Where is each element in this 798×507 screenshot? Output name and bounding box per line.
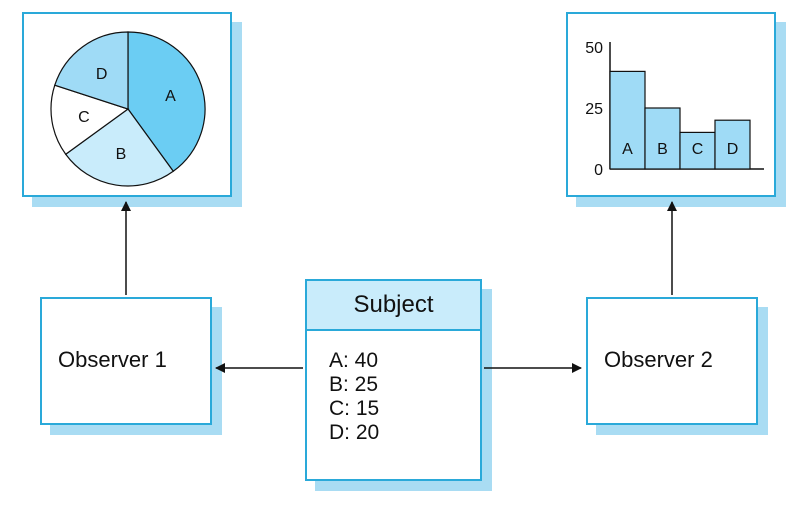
bar-y-tick-50: 50 <box>585 40 603 57</box>
subject-title: Subject <box>307 281 480 331</box>
bar-label-b: B <box>657 141 668 158</box>
pie-slice-label-a: A <box>165 88 176 105</box>
subject-value-c: C: 15 <box>329 397 380 420</box>
pie-slice-b <box>64 108 175 187</box>
bar-b <box>644 107 681 170</box>
pie-slice-a <box>127 31 206 173</box>
bar-a <box>609 70 646 170</box>
subject-value-a: A: 40 <box>329 349 379 372</box>
bar-label-c: C <box>692 141 704 158</box>
subject-value-d: D: 20 <box>329 421 380 444</box>
pie-slice-label-b: B <box>116 146 127 163</box>
pie-chart: A B C D <box>50 31 206 187</box>
subject-box: Subject A: 40 B: 25 C: 15 D: 20 <box>305 279 482 481</box>
observer-1-box: Observer 1 <box>40 297 212 425</box>
pie-slice-label-d: D <box>96 66 108 83</box>
pie-chart-panel: A B C D <box>22 12 232 197</box>
bar-label-d: D <box>727 141 739 158</box>
subject-values: A: 40 B: 25 C: 15 D: 20 <box>329 349 379 445</box>
bar-label-a: A <box>622 141 633 158</box>
observer-2-box: Observer 2 <box>586 297 758 425</box>
observer-1-label: Observer 1 <box>58 347 167 372</box>
bar-chart: 0 25 50A B C D <box>585 40 764 179</box>
pie-slice-d <box>54 31 129 110</box>
bar-y-tick-25: 25 <box>585 101 603 118</box>
pie-slice-c <box>50 84 130 156</box>
bar-y-tick-0: 0 <box>594 162 603 179</box>
observer-2-label: Observer 2 <box>604 347 713 372</box>
bar-d <box>714 119 751 170</box>
pie-slice-label-c: C <box>78 109 90 126</box>
subject-value-b: B: 25 <box>329 373 379 396</box>
